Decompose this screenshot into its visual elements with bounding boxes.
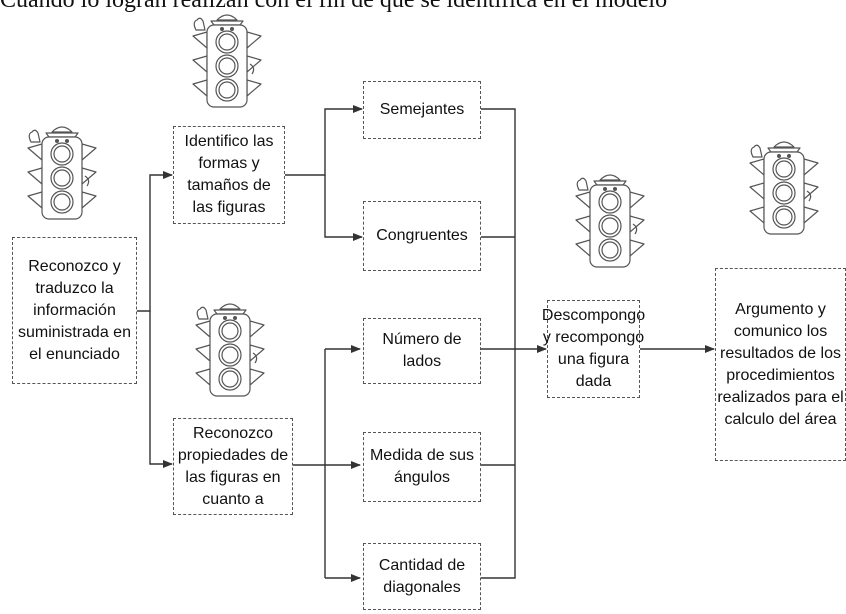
node-sides: Número de lados: [363, 318, 481, 384]
connector-start-lower: [149, 311, 173, 468]
connector-start: [137, 171, 173, 312]
node-start: Reconozco y traduzco la información sumi…: [12, 237, 137, 384]
node-angles: Medida de sus ángulos: [363, 432, 481, 502]
node-recognize: Reconozco propiedades de las figuras en …: [173, 418, 293, 515]
connector-merge: [481, 108, 516, 579]
node-similar: Semejantes: [363, 81, 481, 139]
node-identify: Identifico las formas y tamaños de las f…: [173, 126, 285, 224]
node-diagonals: Cantidad de diagonales: [363, 543, 481, 610]
node-congruent: Congruentes: [363, 201, 481, 271]
traffic-light-icon: [192, 14, 262, 108]
traffic-light-icon: [195, 303, 265, 397]
connector-identify-lower: [324, 175, 363, 241]
cropped-header-text: Cuando lo logran realizan con el fin de …: [0, 0, 668, 13]
traffic-light-icon: [27, 126, 97, 220]
traffic-light-icon: [575, 174, 645, 268]
connector-identify: [285, 105, 363, 176]
node-argue: Argumento y comunico los resultados de l…: [715, 268, 846, 461]
traffic-light-icon: [749, 141, 819, 235]
node-decompose: Descompongo y recompongo una figura dada: [542, 300, 645, 398]
